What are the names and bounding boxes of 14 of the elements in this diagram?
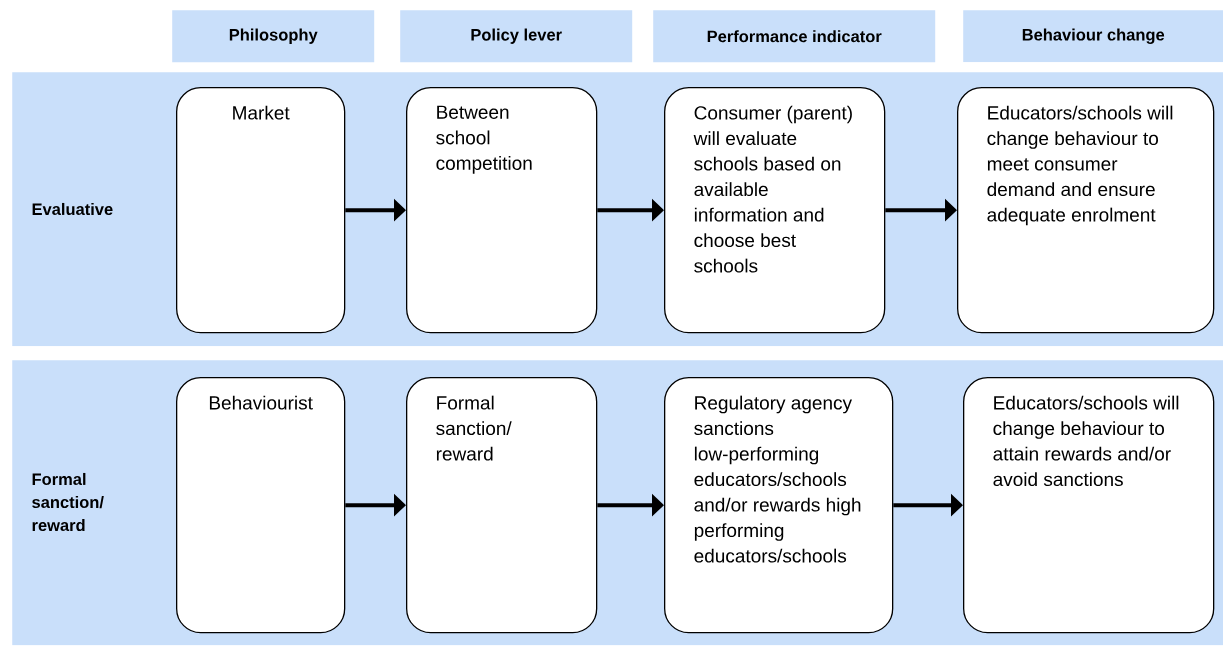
column-header: Performance indicator <box>653 10 936 63</box>
column-header: Philosophy <box>172 10 375 63</box>
row-heading: Formal sanction/ reward <box>32 472 104 532</box>
text-box: Behaviourist <box>176 377 346 634</box>
text-box: Regulatory agency sanctions low-performing educators/schools and/or rewards high performing educators/schools <box>664 377 894 634</box>
column-header: Policy lever <box>400 10 633 63</box>
text-box: Educators/schools will change behaviour to attain rewards and/or avoid sanctions <box>963 377 1215 634</box>
text-box: Educators/schools will change behaviour to meet consumer demand and ensure adequate enrolment <box>957 87 1215 334</box>
text-box: Market <box>176 87 346 334</box>
text-box: Formal sanction/ reward <box>406 377 598 634</box>
text-box: Consumer (parent) will evaluate schools based on available information and choose best schools <box>664 87 886 334</box>
column-header: Behaviour change <box>963 10 1223 63</box>
text-box: Between school competition <box>406 87 598 334</box>
row-heading: Evaluative <box>32 202 113 216</box>
